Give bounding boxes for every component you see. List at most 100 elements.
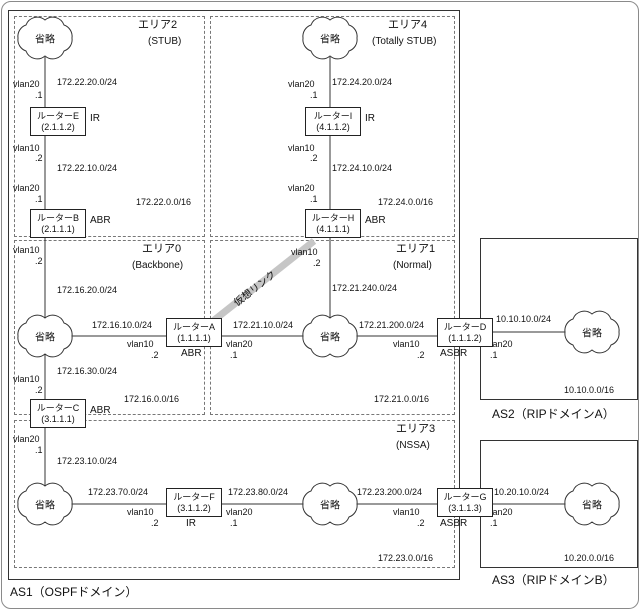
router-i-role-label: IR — [365, 113, 375, 124]
area2-network: 172.22.0.0/16 — [136, 197, 192, 207]
router-f-role-label: IR — [186, 518, 196, 529]
router-e-role-label: IR — [90, 113, 100, 124]
area3-linkf-left-net: 172.23.70.0/24 — [88, 487, 149, 497]
area4-uplink-if: .1 — [310, 90, 318, 100]
area4-title: エリア4 — [388, 19, 428, 31]
router-h-name: ルーターH — [311, 212, 355, 223]
area0-linkc-if: .2 — [35, 385, 43, 395]
router-h-role-label: ABR — [365, 215, 386, 226]
area2-midlink-net: 172.22.10.0/24 — [57, 163, 118, 173]
router-g-role-label: ASBR — [440, 518, 468, 529]
as2-label: AS2（RIPドメインA） — [492, 407, 615, 421]
cloud-shapes — [17, 16, 620, 526]
area2-boundary-box — [14, 16, 205, 237]
area4-midlink-vlan-upper: vlan10 — [288, 143, 315, 153]
area2-title: エリア2 — [138, 19, 178, 31]
router-a-role-label: ABR — [181, 348, 202, 359]
cloud-label-area2: 省略 — [35, 34, 55, 46]
area3-linkc-if: .1 — [35, 445, 43, 455]
as3-label: AS3（RIPドメインB） — [492, 573, 615, 587]
router-a: ルーターA (1.1.1.1) — [166, 318, 222, 347]
area1-linka-net: 172.21.10.0/24 — [233, 320, 294, 330]
area2-type: (STUB) — [148, 36, 182, 47]
area0-title: エリア0 — [142, 243, 182, 255]
cloud-label-area3-mid: 省略 — [320, 500, 340, 512]
as2-link-if: .1 — [490, 350, 498, 360]
cloud-label-as3: 省略 — [582, 500, 602, 512]
router-i-name: ルーターI — [313, 110, 353, 121]
area3-type: (NSSA) — [396, 440, 430, 451]
router-i-id: (4.1.1.2) — [316, 121, 350, 132]
router-i: ルーターI (4.1.1.2) — [305, 107, 361, 136]
area3-linkf-left-vlan: vlan10 — [127, 507, 154, 517]
area1-title: エリア1 — [396, 243, 436, 255]
router-d: ルーターD (1.1.1.2) — [437, 318, 493, 347]
area0-type: (Backbone) — [132, 260, 184, 271]
area1-linkh-vlan: vlan10 — [291, 247, 318, 257]
as2-link-net: 10.10.10.0/24 — [496, 314, 552, 324]
router-g-id: (3.1.1.3) — [448, 502, 482, 513]
area3-title: エリア3 — [396, 423, 436, 435]
as2-link-vlan: vlan20 — [486, 339, 513, 349]
router-b-id: (2.1.1.1) — [41, 223, 75, 234]
as2-network: 10.10.0.0/16 — [564, 385, 615, 395]
area3-linkc-net: 172.23.10.0/24 — [57, 456, 118, 466]
area4-uplink-vlan: vlan20 — [288, 79, 315, 89]
router-f-id: (3.1.1.2) — [177, 502, 211, 513]
router-a-name: ルーターA — [172, 321, 215, 332]
area1-linkh-if: .2 — [313, 258, 321, 268]
router-f: ルーターF (3.1.1.2) — [166, 488, 222, 517]
cloud-label-area3-left: 省略 — [35, 500, 55, 512]
router-h: ルーターH (4.1.1.1) — [305, 209, 361, 238]
area1-network: 172.21.0.0/16 — [374, 394, 430, 404]
area3-linkf-right-vlan: vlan20 — [226, 507, 253, 517]
router-b-role-label: ABR — [90, 215, 111, 226]
area2-midlink-vlan-lower: vlan20 — [13, 183, 40, 193]
area3-linkf-right-if: .1 — [230, 518, 238, 528]
area2-uplink-net: 172.22.20.0/24 — [57, 77, 118, 87]
area2-uplink-vlan: vlan20 — [13, 79, 40, 89]
router-a-id: (1.1.1.1) — [177, 332, 211, 343]
area4-midlink-net: 172.24.10.0/24 — [332, 163, 393, 173]
router-c-id: (3.1.1.1) — [41, 413, 75, 424]
area4-network: 172.24.0.0/16 — [378, 197, 434, 207]
area3-linkg-vlan: vlan10 — [393, 507, 420, 517]
as1-label: AS1（OSPFドメイン） — [10, 585, 138, 599]
as3-link-if: .1 — [490, 518, 498, 528]
area3-linkf-right-net: 172.23.80.0/24 — [228, 487, 289, 497]
area2-uplink-if: .1 — [35, 90, 43, 100]
area1-linkd-if: .2 — [417, 350, 425, 360]
router-e-name: ルーターE — [36, 110, 79, 121]
area3-linkg-if: .2 — [417, 518, 425, 528]
router-f-name: ルーターF — [173, 491, 215, 502]
cloud-label-area4: 省略 — [320, 34, 340, 46]
area0-linka-vlan: vlan10 — [127, 339, 154, 349]
router-d-role-label: ASBR — [440, 348, 468, 359]
cloud-label-as2: 省略 — [582, 328, 602, 340]
area0-linkb-vlan: vlan10 — [13, 245, 40, 255]
area2-midlink-if-upper: .2 — [35, 153, 43, 163]
virtual-link-line — [210, 238, 317, 324]
area4-type: (Totally STUB) — [372, 36, 437, 47]
area4-midlink-if-lower: .1 — [310, 194, 318, 204]
router-e-id: (2.1.1.2) — [41, 121, 75, 132]
area1-linkd-net: 172.21.200.0/24 — [359, 320, 425, 330]
area1-linka-if: .1 — [230, 350, 238, 360]
router-b-name: ルーターB — [36, 212, 79, 223]
area0-network: 172.16.0.0/16 — [124, 394, 180, 404]
router-c-role-label: ABR — [90, 405, 111, 416]
area3-linkf-left-if: .2 — [151, 518, 159, 528]
router-d-id: (1.1.1.2) — [448, 332, 482, 343]
router-g: ルーターG (3.1.1.3) — [437, 488, 493, 517]
as3-link-vlan: vlan20 — [486, 507, 513, 517]
area3-linkc-vlan: vlan20 — [13, 434, 40, 444]
router-b: ルーターB (2.1.1.1) — [30, 209, 86, 238]
cloud-label-area0: 省略 — [35, 332, 55, 344]
area3-linkg-net: 172.23.200.0/24 — [357, 487, 423, 497]
as3-network: 10.20.0.0/16 — [564, 553, 615, 563]
area1-linkh-net: 172.21.240.0/24 — [332, 283, 398, 293]
area1-type: (Normal) — [393, 260, 432, 271]
area3-network: 172.23.0.0/16 — [378, 553, 434, 563]
area4-midlink-if-upper: .2 — [310, 153, 318, 163]
